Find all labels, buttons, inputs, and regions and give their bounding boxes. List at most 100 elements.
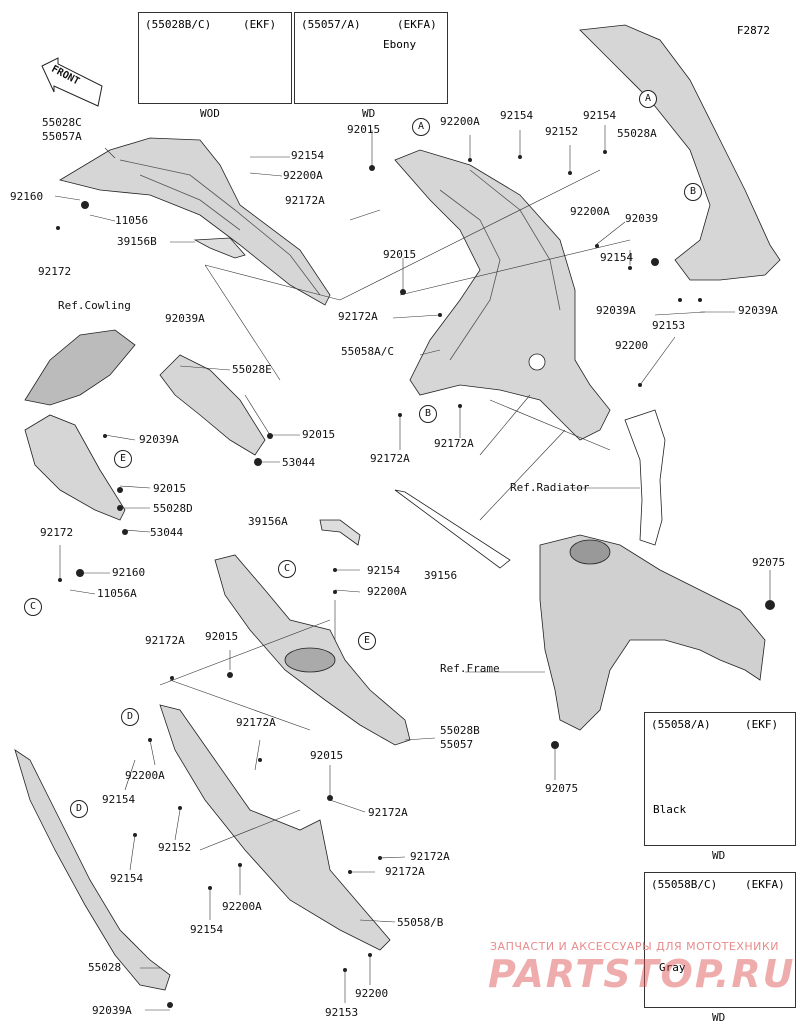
part-label: 92200A [367, 585, 407, 598]
part-label: 92172A [338, 310, 378, 323]
part-label: 92200A [440, 115, 480, 128]
inset-code: (55028B/C) [145, 18, 212, 31]
part-label: 92154 [102, 793, 136, 806]
callout-b: B [419, 405, 437, 423]
part-label: 53044 [282, 456, 316, 469]
part-label: 55057A [42, 130, 82, 143]
callout-d: D [121, 708, 139, 726]
part-39156a [319, 519, 361, 546]
part-label: 92153 [325, 1006, 359, 1019]
inset-code: (55058/A) [651, 718, 711, 731]
part-39156b [193, 237, 246, 259]
part-label: 39156 [424, 569, 458, 582]
inset-code: (55057/A) [301, 18, 361, 31]
part-label: 92154 [190, 923, 224, 936]
part-label: 55028C [42, 116, 82, 129]
callout-e: E [358, 632, 376, 650]
part-label: 92154 [600, 251, 634, 264]
part-label: 92039A [92, 1004, 132, 1017]
ref-frame [539, 534, 766, 731]
callout-e: E [114, 450, 132, 468]
inset-box-55058a: (55058/A) (EKF) Black [644, 712, 796, 846]
part-label: 92154 [500, 109, 534, 122]
part-label: 92172 [38, 265, 72, 278]
front-arrow-icon [41, 57, 103, 107]
ref-radiator-label: Ref.Radiator [510, 481, 590, 494]
part-label: 39156A [248, 515, 288, 528]
part-label: 55028 [88, 961, 122, 974]
part-label: 55028B [440, 724, 480, 737]
callout-c: C [278, 560, 296, 578]
part-label: 92160 [112, 566, 146, 579]
inset-footer: WD [362, 107, 376, 120]
part-55058ac [394, 149, 611, 441]
inset-code: (55058B/C) [651, 878, 718, 891]
part-label: 92154 [291, 149, 325, 162]
part-label: 39156B [117, 235, 157, 248]
part-label: 92152 [545, 125, 579, 138]
part-label: 92039A [596, 304, 636, 317]
part-label: 92172A [285, 194, 325, 207]
part-label: 92172A [410, 850, 450, 863]
inset-footer: WD [712, 849, 726, 862]
watermark-text: ЗАПЧАСТИ И АКСЕССУАРЫ ДЛЯ МОТОТЕХНИКИ [490, 940, 779, 953]
callout-a: A [639, 90, 657, 108]
inset-box-55058bc: (55058B/C) (EKFA) Gray [644, 872, 796, 1008]
inset-variant: (EKF) [243, 18, 277, 31]
part-label: 92153 [652, 319, 686, 332]
part-label: 92039A [139, 433, 179, 446]
part-label: 11056A [97, 587, 137, 600]
part-39156 [394, 489, 511, 569]
part-label: 55028E [232, 363, 272, 376]
part-label: 92200A [570, 205, 610, 218]
part-label: 92200 [355, 987, 389, 1000]
part-label: 92200A [283, 169, 323, 182]
part-label: 92154 [110, 872, 144, 885]
part-label: 92015 [205, 630, 239, 643]
part-label: 92015 [347, 123, 381, 136]
part-label: 92075 [752, 556, 786, 569]
inset-variant: (EKFA) [745, 878, 785, 891]
inset-box-55057a: (55057/A) (EKFA) Ebony [294, 12, 448, 104]
watermark-logo: PARTSTOP.RU [488, 952, 796, 996]
part-label: 55058A/C [341, 345, 394, 358]
ref-cowling-label: Ref.Cowling [58, 299, 131, 312]
part-55028d [24, 414, 126, 521]
part-label: 92200 [615, 339, 649, 352]
inset-footer: WD [712, 1011, 726, 1024]
part-label: 92075 [545, 782, 579, 795]
part-label: 55028D [153, 502, 193, 515]
inset-color: Gray [659, 961, 686, 974]
part-label: 92015 [310, 749, 344, 762]
part-label: 92172A [145, 634, 185, 647]
part-label: 92039 [625, 212, 659, 225]
callout-b: B [684, 183, 702, 201]
part-label: 92154 [367, 564, 401, 577]
figure-code: F2872 [736, 24, 770, 37]
part-label: 92200A [222, 900, 262, 913]
callout-a: A [412, 118, 430, 136]
part-label: 92015 [383, 248, 417, 261]
inset-box-55028bc: (55028B/C) (EKF) [138, 12, 292, 104]
part-label: 92172 [40, 526, 74, 539]
part-label: 92039A [165, 312, 205, 325]
part-label: 53044 [150, 526, 184, 539]
part-label: 92039A [738, 304, 778, 317]
part-label: 92172A [434, 437, 474, 450]
part-55028a [579, 24, 781, 281]
part-label: 92172A [385, 865, 425, 878]
part-55058b [159, 704, 391, 951]
inset-variant: (EKFA) [397, 18, 437, 31]
part-label: 92015 [302, 428, 336, 441]
inset-footer: WOD [200, 107, 220, 120]
part-label: 55028A [617, 127, 657, 140]
inset-variant: (EKF) [745, 718, 779, 731]
part-label: 92172A [236, 716, 276, 729]
part-55028c [58, 137, 331, 306]
part-label: 92172A [368, 806, 408, 819]
ref-radiator [624, 409, 666, 546]
ref-frame-label: Ref.Frame [440, 662, 500, 675]
part-label: 11056 [115, 214, 149, 227]
part-label: 92152 [158, 841, 192, 854]
callout-d: D [70, 800, 88, 818]
